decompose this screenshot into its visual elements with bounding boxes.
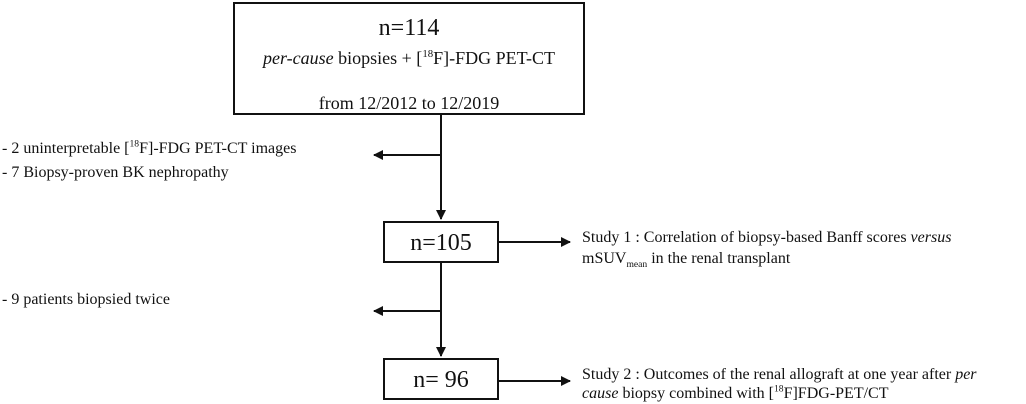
exclusion-item-bk-nephropathy: - 7 Biopsy-proven BK nephropathy (2, 164, 229, 181)
analysis-box-96: n= 96 (383, 358, 499, 400)
analysis-count-105: n=105 (410, 230, 472, 256)
study-1-line-1: Study 1 : Correlation of biopsy-based Ba… (582, 229, 952, 246)
enrollment-count: n=114 (378, 15, 440, 41)
study-2-line-1: Study 2 : Outcomes of the renal allograf… (582, 366, 977, 383)
study-1-line-2: mSUVmean in the renal transplant (582, 250, 791, 271)
exclusion-item-biopsied-twice: - 9 patients biopsied twice (2, 291, 170, 308)
enrollment-box: n=114 per-cause biopsies + [18F]-FDG PET… (233, 2, 585, 115)
analysis-count-96: n= 96 (413, 367, 469, 393)
study-2-line-2: cause biopsy combined with [18F]FDG-PET/… (582, 383, 889, 402)
exclusion-item-uninterpretable: - 2 uninterpretable [18F]-FDG PET-CT ima… (2, 138, 297, 157)
enrollment-period: from 12/2012 to 12/2019 (318, 93, 500, 113)
analysis-box-105: n=105 (383, 221, 499, 263)
enrollment-description: per-cause biopsies + [18F]-FDG PET-CT (263, 48, 555, 68)
